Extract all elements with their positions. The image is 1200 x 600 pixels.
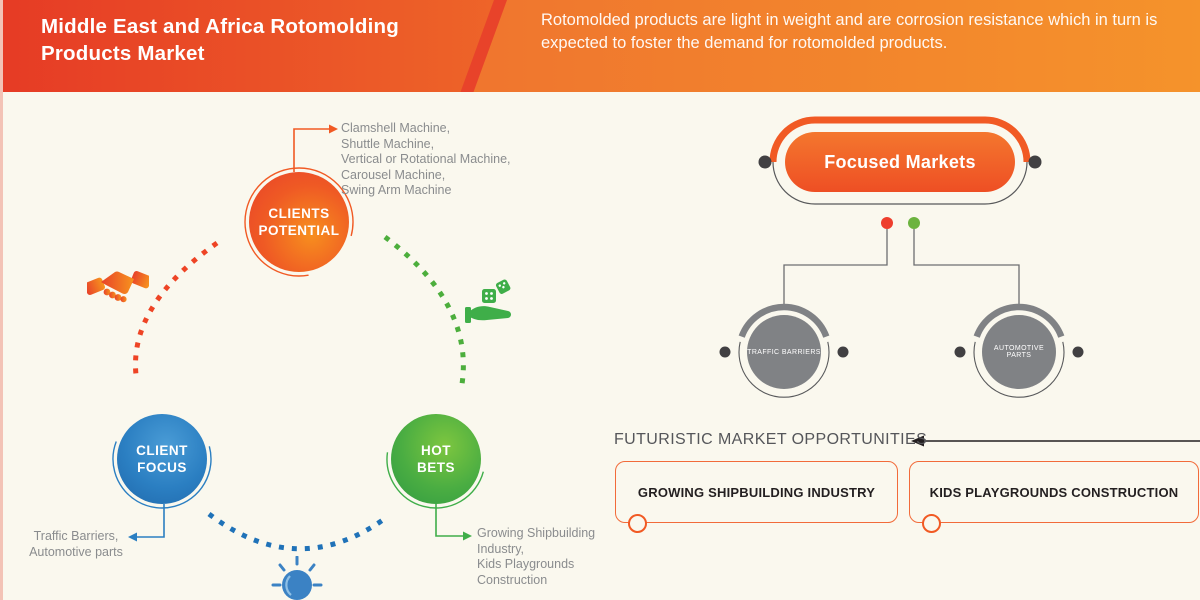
corner-dot-icon bbox=[628, 514, 647, 533]
clients-potential-note: Clamshell Machine, Shuttle Machine, Vert… bbox=[341, 121, 511, 197]
corner-dot-icon bbox=[922, 514, 941, 533]
banner-left-panel bbox=[3, 0, 502, 92]
market-node-automotive-parts: AUTOMOTIVE PARTS bbox=[982, 315, 1056, 389]
focused-markets-pill: Focused Markets bbox=[785, 132, 1015, 192]
opportunity-label: GROWING SHIPBUILDING INDUSTRY bbox=[637, 484, 876, 500]
arrowhead-clients-potential bbox=[329, 124, 338, 134]
connector-clients-potential bbox=[293, 128, 329, 172]
dotted-arc-blue bbox=[207, 512, 389, 552]
hot-bets-circle: HOT BETS bbox=[391, 414, 481, 504]
hand-with-dice-icon bbox=[465, 276, 519, 328]
page-title: Middle East and Africa Rotomolding Produ… bbox=[41, 15, 399, 65]
node2-side-dot-left bbox=[954, 346, 966, 358]
node1-side-dot-right bbox=[837, 346, 849, 358]
client-focus-note: Traffic Barriers, Automotive parts bbox=[29, 529, 123, 559]
dotted-arc-green bbox=[383, 235, 466, 391]
client-focus-circle: CLIENT FOCUS bbox=[117, 414, 207, 504]
arrowhead-hot-bets bbox=[463, 531, 472, 541]
focused-side-dot-right bbox=[1028, 155, 1042, 169]
handshake-icon bbox=[84, 262, 152, 310]
node2-side-dot-right bbox=[1072, 346, 1084, 358]
opportunity-label: KIDS PLAYGROUNDS CONSTRUCTION bbox=[929, 484, 1179, 500]
tree-line-right bbox=[913, 229, 1020, 304]
tree-line-left bbox=[783, 229, 888, 304]
opportunity-box-playgrounds: KIDS PLAYGROUNDS CONSTRUCTION bbox=[909, 461, 1199, 533]
opportunity-box-shipbuilding: GROWING SHIPBUILDING INDUSTRY bbox=[615, 461, 898, 533]
clients-potential-circle: CLIENTS POTENTIAL bbox=[249, 172, 349, 272]
lightbulb-icon bbox=[267, 555, 327, 600]
node1-side-dot-left bbox=[719, 346, 731, 358]
connector-hot-bets bbox=[435, 504, 463, 537]
opportunities-heading: FUTURISTIC MARKET OPPORTUNITIES bbox=[614, 431, 928, 448]
banner-description: Rotomolded products are light in weight … bbox=[541, 11, 1158, 52]
header-banner: Middle East and Africa Rotomolding Produ… bbox=[3, 0, 1200, 92]
tree-dot-red bbox=[881, 217, 893, 229]
market-node-traffic-barriers: TRAFFIC BARRIERS bbox=[747, 315, 821, 389]
tree-dot-green bbox=[908, 217, 920, 229]
hot-bets-note: Growing Shipbuilding Industry, Kids Play… bbox=[477, 526, 596, 587]
focused-side-dot-left bbox=[758, 155, 772, 169]
